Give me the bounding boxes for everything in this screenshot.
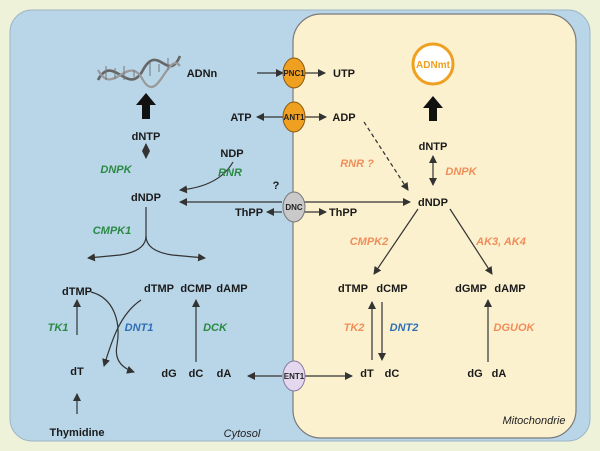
label-adnn: ADNn bbox=[187, 68, 218, 80]
label-ndp: NDP bbox=[220, 148, 243, 160]
enzyme-dck: DCK bbox=[203, 322, 228, 334]
enzyme-mito-dnpk: DNPK bbox=[445, 166, 477, 178]
label-thymidine: Thymidine bbox=[49, 427, 104, 439]
transporter-ant1[interactable]: ANT1 bbox=[282, 101, 306, 133]
label-cyto-dndp: dNDP bbox=[131, 192, 161, 204]
label-cyto-dntp: dNTP bbox=[132, 131, 161, 143]
thick-arrow-up-mito bbox=[423, 96, 443, 121]
thick-arrow-up-cytosol bbox=[136, 93, 156, 119]
enzyme-ak3-ak4: AK3, AK4 bbox=[475, 236, 526, 248]
label-cyto-dcmp: dCMP bbox=[180, 283, 211, 295]
label-cyto-dg: dG bbox=[161, 368, 176, 380]
label-utp: UTP bbox=[333, 68, 355, 80]
enzyme-cyto-rnr: RNR bbox=[218, 167, 242, 179]
enzyme-tk1: TK1 bbox=[48, 322, 69, 334]
enzyme-mito-rnr: RNR ? bbox=[340, 158, 374, 170]
transporter-dnc-label: DNC bbox=[285, 203, 303, 212]
enzyme-cyto-dnpk: DNPK bbox=[100, 164, 132, 176]
label-cyto-dtmp: dTMP bbox=[144, 283, 174, 295]
label-mitochondria: Mitochondrie bbox=[503, 415, 566, 427]
label-cyto-dt: dT bbox=[70, 366, 84, 378]
label-question: ? bbox=[273, 180, 280, 192]
label-mito-dndp: dNDP bbox=[418, 197, 448, 209]
enzyme-dnt2: DNT2 bbox=[390, 322, 419, 334]
mtdna-circle-icon bbox=[411, 42, 455, 86]
enzyme-tk2: TK2 bbox=[344, 322, 365, 334]
label-adp: ADP bbox=[332, 112, 355, 124]
transporter-ent1[interactable]: ENT1 bbox=[282, 360, 306, 392]
label-mito-dc: dC bbox=[385, 368, 400, 380]
label-mito-dtmp: dTMP bbox=[338, 283, 368, 295]
label-cyto-dtmp-left: dTMP bbox=[62, 286, 92, 298]
transporter-pnc1-label: PNC1 bbox=[283, 69, 305, 78]
label-mito-dgmp: dGMP bbox=[455, 283, 487, 295]
label-atp: ATP bbox=[230, 112, 251, 124]
label-mito-dntp: dNTP bbox=[419, 141, 448, 153]
dna-helix-icon bbox=[96, 55, 182, 89]
transporter-ent1-label: ENT1 bbox=[284, 372, 305, 381]
label-cyto-thpp: ThPP bbox=[235, 207, 263, 219]
label-mito-da: dA bbox=[492, 368, 507, 380]
enzyme-dguok: DGUOK bbox=[494, 322, 536, 334]
label-cyto-dc: dC bbox=[189, 368, 204, 380]
label-mito-dcmp: dCMP bbox=[376, 283, 407, 295]
label-mito-thpp: ThPP bbox=[329, 207, 357, 219]
label-cyto-damp: dAMP bbox=[216, 283, 247, 295]
transporter-pnc1[interactable]: PNC1 bbox=[282, 57, 306, 89]
mitochondria-compartment bbox=[292, 13, 577, 439]
label-cyto-da: dA bbox=[217, 368, 232, 380]
label-adnmt: ADNmt bbox=[416, 60, 451, 71]
arrows bbox=[73, 69, 493, 414]
label-mito-damp: dAMP bbox=[494, 283, 525, 295]
enzyme-cmpk2: CMPK2 bbox=[350, 236, 389, 248]
label-mito-dt: dT bbox=[360, 368, 374, 380]
transporter-ant1-label: ANT1 bbox=[284, 113, 305, 122]
label-cytosol: Cytosol bbox=[224, 428, 261, 440]
enzyme-dnt1: DNT1 bbox=[125, 322, 154, 334]
enzyme-cmpk1: CMPK1 bbox=[93, 225, 132, 237]
transporter-dnc[interactable]: DNC bbox=[282, 191, 306, 223]
label-mito-dg: dG bbox=[467, 368, 482, 380]
